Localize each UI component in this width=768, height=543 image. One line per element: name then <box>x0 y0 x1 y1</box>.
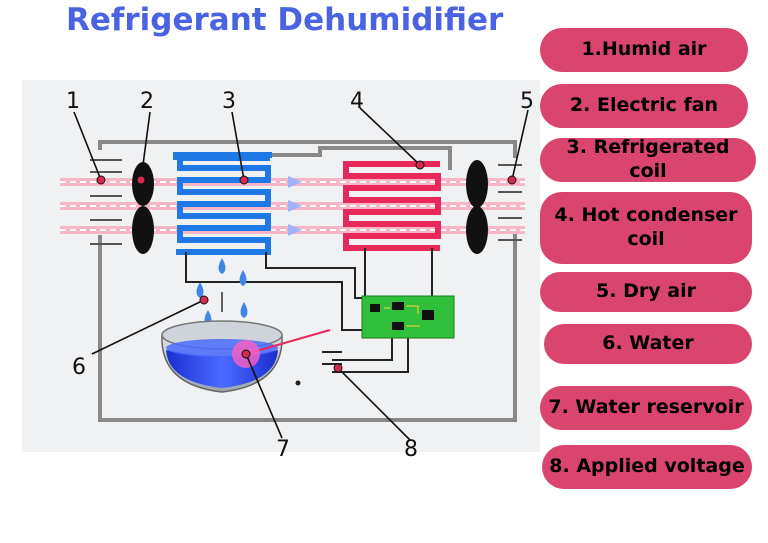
circuit-board <box>361 295 455 339</box>
float-rod <box>245 329 331 355</box>
pointer-lines <box>73 107 529 441</box>
diagram-label-7: 7 <box>276 437 290 462</box>
legend-item-water: 6. Water <box>544 324 752 364</box>
diagram-label-6: 6 <box>72 355 86 380</box>
diagram-label-3: 3 <box>222 89 236 114</box>
legend-item-refrigerated-coil: 3. Refrigerated coil <box>540 136 756 182</box>
legend-item-humid-air: 1.Humid air <box>540 28 748 72</box>
left-grill <box>90 159 122 245</box>
diagram-label-1: 1 <box>66 89 80 114</box>
hot-condenser-coil <box>343 161 441 251</box>
electric-fan-left <box>132 162 154 254</box>
electric-fan-right <box>466 160 488 254</box>
control-wiring <box>185 248 433 373</box>
diagram-label-8: 8 <box>404 437 418 462</box>
refrigerated-coil <box>173 152 272 255</box>
legend-item-electric-fan: 2. Electric fan <box>540 84 748 128</box>
diagram-label-4: 4 <box>350 89 364 114</box>
pointer-dots <box>96 160 517 373</box>
diagram-label-5: 5 <box>520 89 534 114</box>
connecting-pipe <box>272 146 452 170</box>
casing <box>98 140 517 422</box>
dehumidifier-diagram: 1 2 3 4 5 6 7 8 <box>22 80 540 462</box>
page-title: Refrigerant Dehumidifier <box>66 2 504 38</box>
legend-item-applied-voltage: 8. Applied voltage <box>542 445 752 489</box>
air-flow-arrows <box>60 176 525 236</box>
legend-item-water-reservoir: 7. Water reservoir <box>540 386 752 430</box>
legend-item-dry-air: 5. Dry air <box>540 272 752 312</box>
legend-item-hot-condenser-coil: 4. Hot condenser coil <box>540 192 752 264</box>
right-grill <box>498 164 522 241</box>
diagram-label-2: 2 <box>140 89 154 114</box>
